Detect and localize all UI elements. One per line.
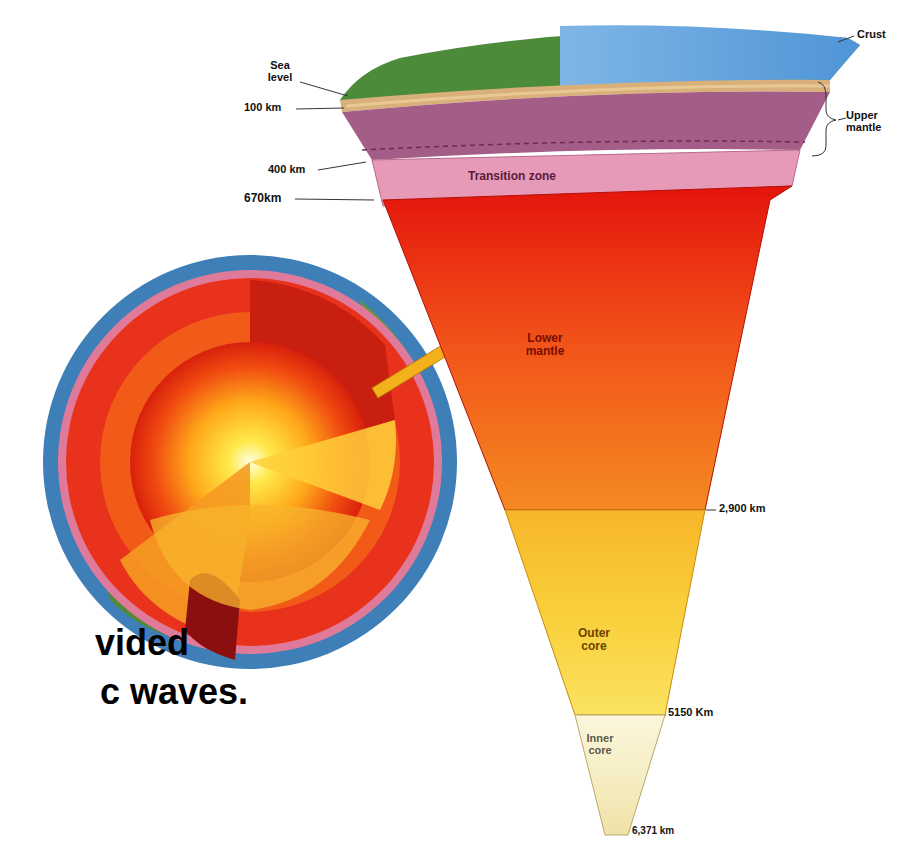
layer-name: Transition zone <box>442 170 582 183</box>
lower-mantle-band: Lower mantle <box>383 186 792 510</box>
band-outline <box>505 510 705 715</box>
band-shape <box>505 510 705 715</box>
depth-label: Sea level <box>258 60 302 83</box>
heading-fragment: c waves. <box>100 673 248 711</box>
band-outline <box>383 186 792 510</box>
crust-slab <box>340 25 860 160</box>
leader-lines <box>295 36 854 715</box>
globe-cutaway <box>43 255 457 669</box>
depth-label: 100 km <box>244 102 281 114</box>
band-shape <box>575 715 665 835</box>
layer-name: Outer core <box>569 627 619 652</box>
depth-label: 5150 Km <box>668 707 713 719</box>
layer-name: Lower mantle <box>514 332 576 357</box>
heading-fragment: vided <box>95 624 189 662</box>
depth-label: Upper mantle <box>846 110 906 133</box>
depth-label: 2,900 km <box>719 503 765 515</box>
layer-name: Inner core <box>580 733 620 756</box>
band-shape <box>383 186 792 510</box>
depth-label: 670km <box>244 192 281 205</box>
outer-core-band: Outer core <box>505 510 705 715</box>
depth-label: Crust <box>857 29 886 41</box>
depth-label: 6,371 km <box>632 826 674 837</box>
inner-core-band: Inner core <box>575 715 665 835</box>
depth-label: 400 km <box>268 164 305 176</box>
